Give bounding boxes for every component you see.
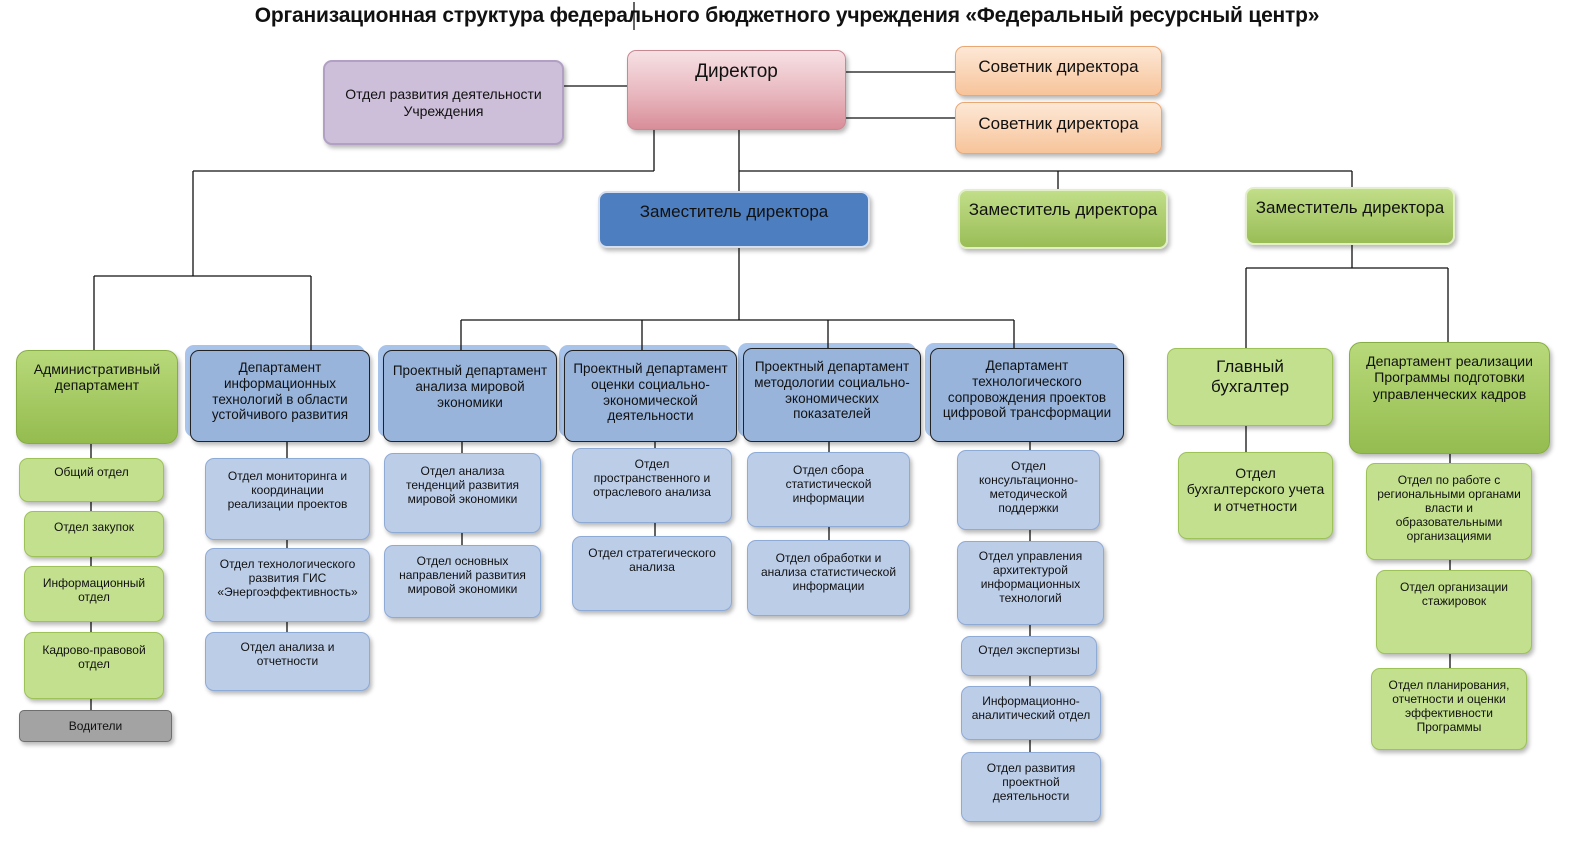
admin-unit-procurement-label: Отдел закупок bbox=[53, 520, 135, 534]
methodology-department-label: Проектный департамент методологии социал… bbox=[754, 359, 910, 422]
digital-unit-consulting: Отдел консультационно- методической подд… bbox=[957, 450, 1100, 530]
admin-unit-procurement: Отдел закупок bbox=[24, 511, 164, 557]
social-economic-department-box: Проектный департамент оценки социально- … bbox=[559, 345, 737, 442]
digital-unit-analytics: Информационно- аналитический отдел bbox=[961, 686, 1101, 740]
program-unit-internships: Отдел организации стажировок bbox=[1376, 570, 1532, 654]
admin-unit-general: Общий отдел bbox=[19, 458, 164, 502]
deputy-director-blue: Заместитель директора bbox=[598, 191, 870, 248]
program-unit-planning-label: Отдел планирования, отчетности и оценки … bbox=[1388, 678, 1510, 735]
advisor-box-1: Советник директора bbox=[955, 46, 1162, 96]
digital-unit-architecture: Отдел управления архитектурой информацио… bbox=[957, 541, 1104, 625]
methodology-unit-collection: Отдел сбора статистической информации bbox=[747, 452, 910, 527]
admin-unit-hr-legal: Кадрово-правовой отдел bbox=[24, 632, 164, 699]
it-unit-monitoring-label: Отдел мониторинга и координации реализац… bbox=[227, 469, 348, 512]
it-unit-analysis: Отдел анализа и отчетности bbox=[205, 632, 370, 691]
advisor-label-2: Советник директора bbox=[978, 114, 1139, 133]
digital-unit-analytics-label: Информационно- аналитический отдел bbox=[971, 694, 1091, 723]
deputy-director-green-right: Заместитель директора bbox=[1245, 187, 1455, 245]
admin-unit-information: Информационный отдел bbox=[24, 566, 164, 622]
advisor-label-1: Советник директора bbox=[978, 57, 1139, 76]
development-unit-box: Отдел развития деятельности Учреждения bbox=[323, 60, 564, 145]
digital-unit-projects: Отдел развития проектной деятельности bbox=[961, 752, 1101, 822]
program-department-label: Департамент реализации Программы подгото… bbox=[1366, 353, 1533, 402]
it-unit-gis: Отдел технологического развития ГИС «Эне… bbox=[205, 548, 370, 622]
program-department-box: Департамент реализации Программы подгото… bbox=[1349, 342, 1550, 454]
program-unit-regional-label: Отдел по работе с региональными органами… bbox=[1377, 473, 1521, 544]
methodology-department-box: Проектный департамент методологии социал… bbox=[738, 343, 921, 442]
social-economic-unit-strategic-label: Отдел стратегического анализа bbox=[588, 546, 716, 575]
director-box: Директор bbox=[627, 50, 846, 130]
accounting-unit: Отдел бухгалтерского учета и отчетности bbox=[1178, 452, 1333, 539]
admin-unit-hr-legal-label: Кадрово-правовой отдел bbox=[42, 643, 146, 672]
social-economic-unit-strategic: Отдел стратегического анализа bbox=[572, 536, 732, 611]
world-economy-unit-directions: Отдел основных направлений развития миро… bbox=[384, 545, 541, 618]
chief-accountant-label: Главный бухгалтер bbox=[1210, 357, 1290, 396]
director-label: Директор bbox=[695, 61, 778, 82]
social-economic-department-label: Проектный департамент оценки социально- … bbox=[573, 361, 728, 424]
methodology-unit-collection-label: Отдел сбора статистической информации bbox=[785, 463, 872, 506]
program-unit-planning: Отдел планирования, отчетности и оценки … bbox=[1371, 668, 1527, 750]
deputy-director-green-middle: Заместитель директора bbox=[958, 189, 1168, 249]
admin-unit-general-label: Общий отдел bbox=[54, 465, 129, 479]
methodology-unit-processing: Отдел обработки и анализа статистической… bbox=[747, 540, 910, 616]
digital-department-label: Департамент технологического сопровожден… bbox=[942, 358, 1112, 421]
it-department-box: Департамент информационных технологий в … bbox=[185, 345, 370, 442]
advisor-box-2: Советник директора bbox=[955, 102, 1162, 154]
world-economy-unit-trends-label: Отдел анализа тенденций развития мировой… bbox=[405, 464, 520, 507]
admin-department-box: Административный департамент bbox=[16, 350, 178, 444]
admin-unit-drivers-label: Водители bbox=[68, 718, 123, 733]
deputy-director-green-middle-label: Заместитель директора bbox=[968, 200, 1158, 219]
digital-unit-architecture-label: Отдел управления архитектурой информацио… bbox=[978, 549, 1083, 606]
methodology-unit-processing-label: Отдел обработки и анализа статистической… bbox=[760, 551, 897, 594]
chart-title: Организационная структура федерального б… bbox=[254, 4, 1320, 27]
it-unit-monitoring: Отдел мониторинга и координации реализац… bbox=[205, 458, 370, 540]
digital-unit-expertise: Отдел экспертизы bbox=[961, 636, 1097, 676]
deputy-director-green-right-label: Заместитель директора bbox=[1255, 198, 1445, 217]
program-unit-regional: Отдел по работе с региональными органами… bbox=[1366, 463, 1532, 560]
social-economic-unit-spatial-label: Отдел пространственного и отраслевого ан… bbox=[593, 457, 711, 500]
deputy-director-blue-label: Заместитель директора bbox=[639, 202, 829, 221]
it-unit-gis-label: Отдел технологического развития ГИС «Эне… bbox=[217, 557, 358, 600]
chief-accountant-box: Главный бухгалтер bbox=[1167, 348, 1333, 426]
admin-department-label: Административный департамент bbox=[33, 361, 161, 394]
social-economic-unit-spatial: Отдел пространственного и отраслевого ан… bbox=[572, 448, 732, 523]
world-economy-department-box: Проектный департамент анализа мировой эк… bbox=[378, 345, 557, 442]
development-unit-label: Отдел развития деятельности Учреждения bbox=[345, 86, 542, 119]
world-economy-unit-directions-label: Отдел основных направлений развития миро… bbox=[399, 554, 526, 597]
admin-unit-drivers: Водители bbox=[19, 710, 172, 742]
it-department-label: Департамент информационных технологий в … bbox=[211, 360, 349, 423]
digital-department-box: Департамент технологического сопровожден… bbox=[925, 343, 1124, 442]
program-unit-internships-label: Отдел организации стажировок bbox=[1400, 580, 1508, 609]
digital-unit-expertise-label: Отдел экспертизы bbox=[978, 643, 1080, 657]
world-economy-department-label: Проектный департамент анализа мировой эк… bbox=[392, 363, 548, 410]
admin-unit-information-label: Информационный отдел bbox=[42, 576, 146, 605]
digital-unit-consulting-label: Отдел консультационно- методической подд… bbox=[979, 459, 1078, 516]
it-unit-analysis-label: Отдел анализа и отчетности bbox=[240, 640, 335, 669]
digital-unit-projects-label: Отдел развития проектной деятельности bbox=[986, 761, 1076, 804]
accounting-unit-label: Отдел бухгалтерского учета и отчетности bbox=[1186, 465, 1325, 514]
world-economy-unit-trends: Отдел анализа тенденций развития мировой… bbox=[384, 453, 541, 533]
